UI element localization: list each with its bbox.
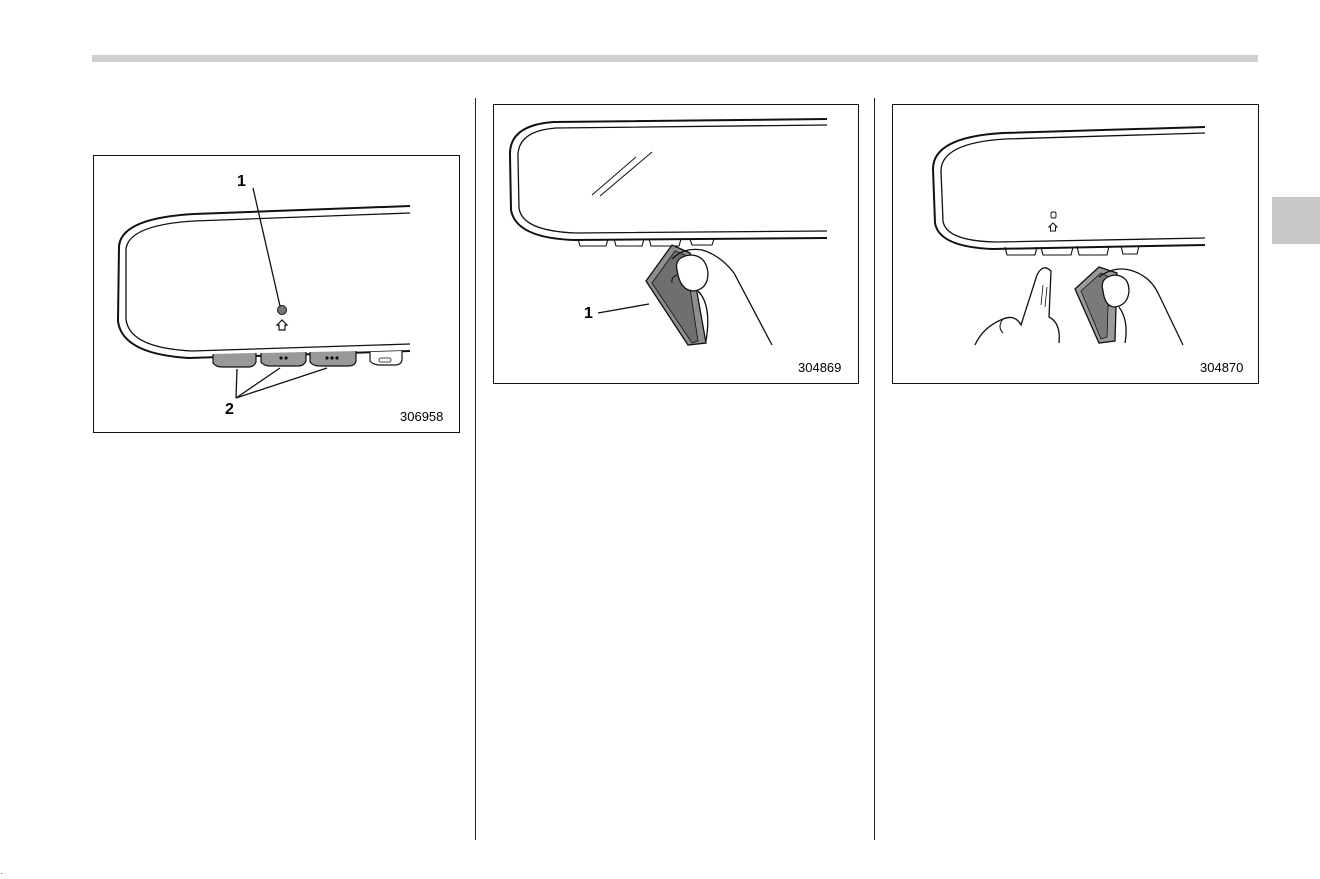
column-divider-right	[874, 98, 875, 840]
figure-number: 306958	[400, 409, 443, 424]
header-rule	[92, 55, 1258, 62]
mirror-with-remote-illustration	[494, 105, 858, 383]
figure-number: 304870	[1200, 360, 1243, 375]
crop-mark: ·	[0, 869, 3, 878]
mirror-programming-illustration	[893, 105, 1258, 383]
pointing-hand	[975, 268, 1059, 345]
mirror-button-3	[310, 351, 356, 366]
column-divider-left	[475, 98, 476, 840]
callout-1: 1	[584, 305, 593, 323]
figure-programming: 304870	[892, 104, 1259, 384]
figure-mirror-buttons: 1 2 306958	[93, 155, 460, 433]
callout-1: 1	[237, 173, 246, 191]
mirror-button-4	[370, 351, 402, 365]
mirror-button-2	[261, 352, 306, 366]
mirror-button-1	[213, 353, 256, 367]
figure-remote-alignment: 1 304869	[493, 104, 859, 384]
figure-number: 304869	[798, 360, 841, 375]
home-icon	[1049, 223, 1057, 231]
mirror-illustration	[94, 156, 459, 432]
callout-2: 2	[225, 401, 234, 419]
home-icon	[277, 320, 287, 330]
chapter-tab	[1272, 197, 1320, 244]
